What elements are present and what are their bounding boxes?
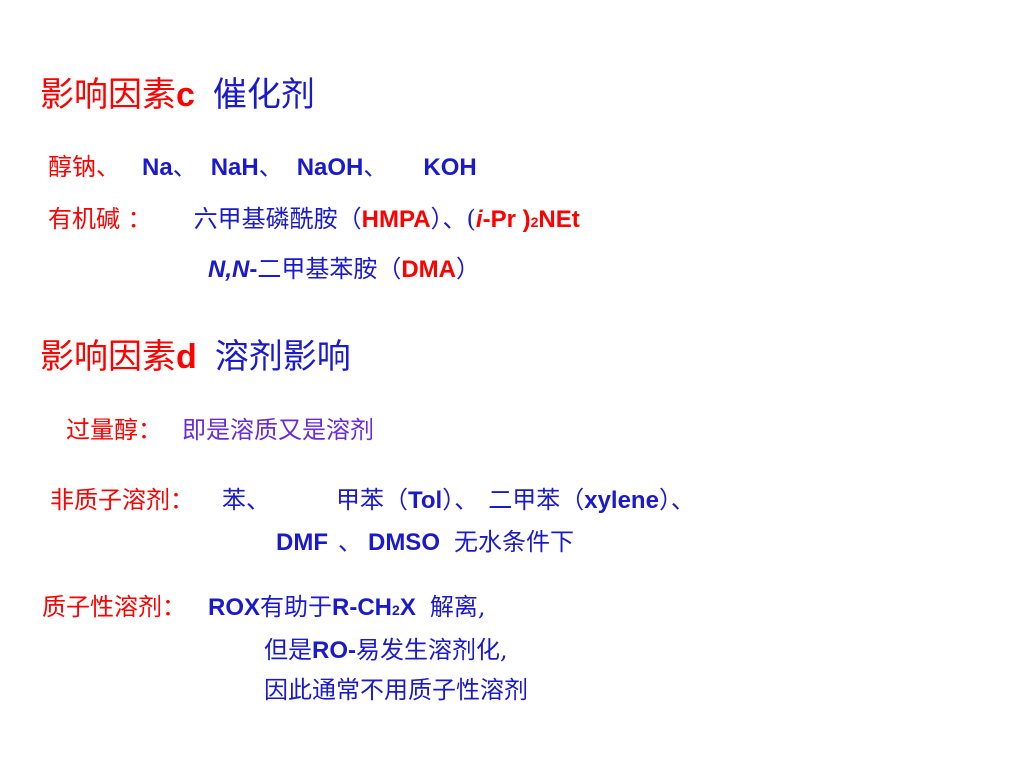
protic-line-3: 因此通常不用质子性溶剂 — [264, 676, 528, 704]
aprotic-label: 非质子溶剂： — [50, 486, 194, 514]
catalyst-list: 醇钠、Na、NaH、NaOH、KOH — [48, 153, 477, 181]
catalyst-item: NaOH — [296, 154, 364, 181]
heading-prefix: 影响因素 — [40, 75, 176, 115]
heading-topic: 催化剂 — [212, 75, 315, 115]
protic-label: 质子性溶剂： — [42, 593, 186, 621]
catalyst-item: NaH — [210, 154, 259, 181]
organic-base-line: 有机碱 ：六甲基磷酰胺（HMPA）、(i-Pr )2NEt — [48, 205, 580, 233]
heading-letter: c — [176, 76, 195, 114]
dma-line: N,N-二甲基苯胺（DMA） — [208, 255, 480, 283]
heading-prefix: 影响因素 — [40, 337, 176, 377]
aprotic-line: 非质子溶剂：苯、甲苯（Tol）、二甲苯（xylene）、 — [50, 486, 695, 514]
excess-alcohol-label: 过量醇： — [66, 416, 162, 444]
excess-alcohol-line: 过量醇： 即是溶质又是溶剂 — [66, 418, 374, 442]
catalyst-item: Na — [142, 154, 173, 181]
organic-base-label: 有机碱 ： — [48, 205, 152, 233]
catalyst-item: KOH — [423, 154, 477, 181]
heading-solvent: 影响因素d 溶剂影响 — [40, 340, 351, 374]
catalyst-label: 醇钠、 — [48, 153, 120, 181]
protic-line-2: 但是RO-易发生溶剂化, — [264, 636, 508, 664]
heading-topic: 溶剂影响 — [214, 337, 351, 377]
excess-alcohol-text: 即是溶质又是溶剂 — [182, 416, 374, 444]
heading-letter: d — [176, 338, 197, 376]
heading-catalyst: 影响因素c 催化剂 — [40, 78, 315, 112]
